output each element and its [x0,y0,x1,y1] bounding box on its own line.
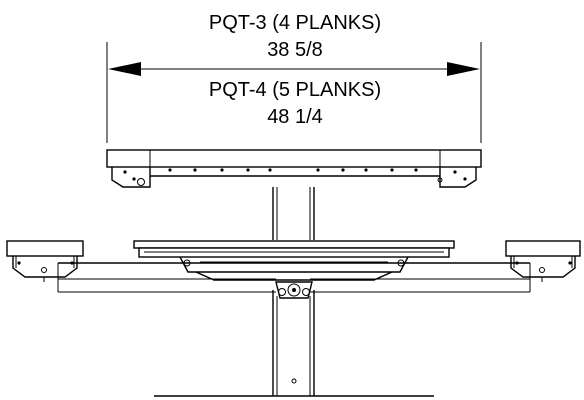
arrowhead-left-icon [108,62,141,76]
dimension-value-pqt4: 48 1/4 [267,106,323,128]
arrowhead-right-icon [447,62,480,76]
right-bench-seat [505,240,581,282]
seat-frame-assembly [57,240,531,293]
pedestal-column [154,187,434,397]
table-top [106,149,482,188]
pivot-bracket [275,281,313,299]
left-bench-seat [6,240,84,282]
dimension-label-pqt3: PQT-3 (4 PLANKS) [209,12,381,34]
dimension-value-pqt3: 38 5/8 [267,39,323,61]
dimension-label-pqt4: PQT-4 (5 PLANKS) [209,79,381,101]
dimension-line [106,42,482,143]
